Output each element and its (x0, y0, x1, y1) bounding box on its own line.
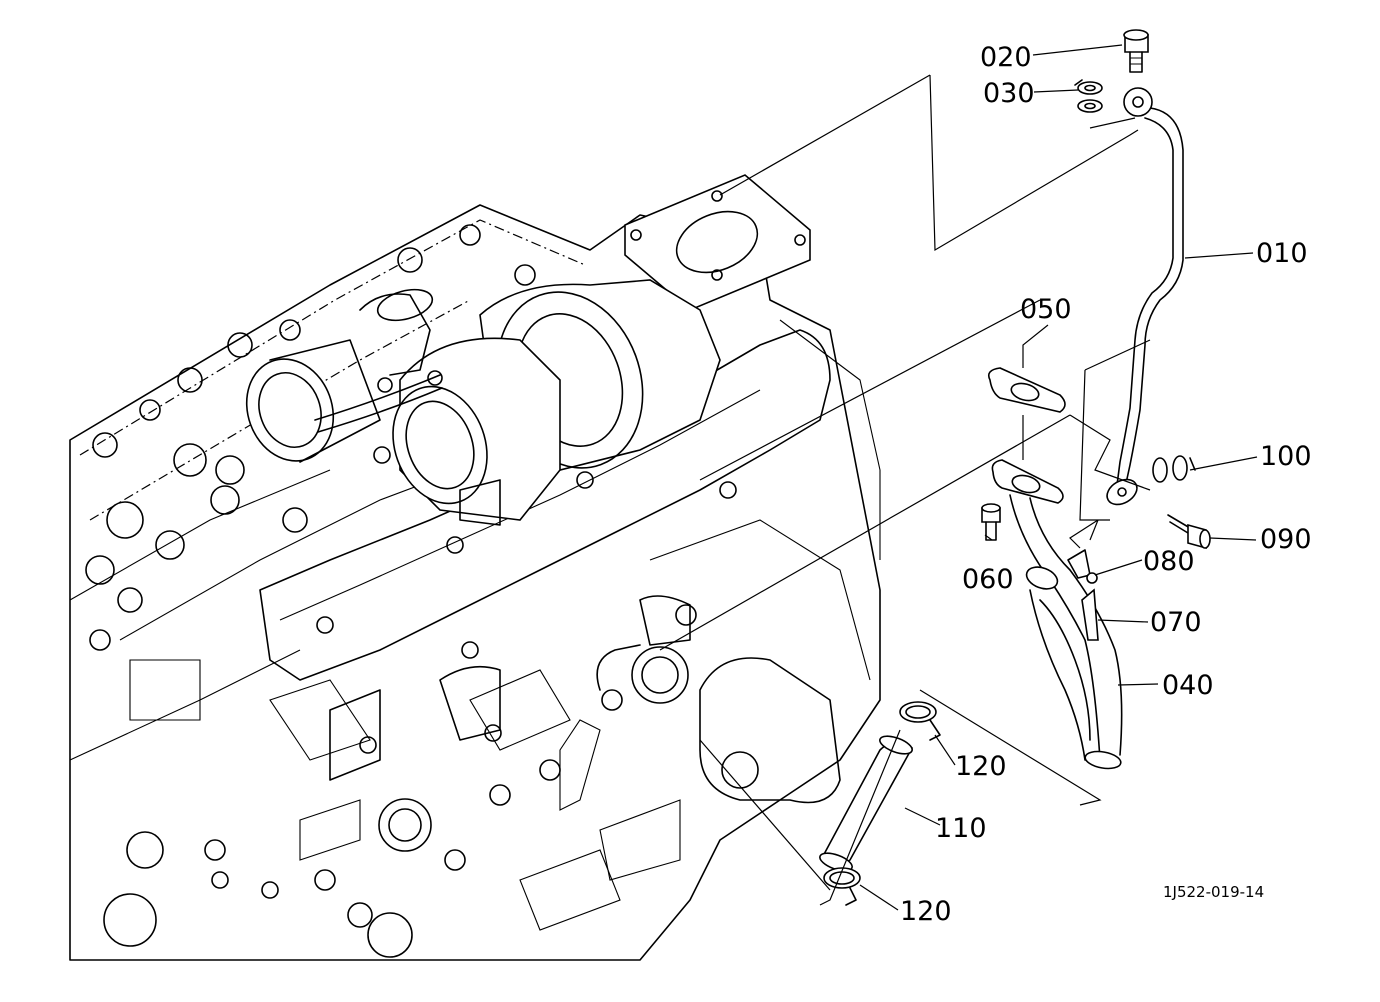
callout-060: 060 (962, 564, 1014, 595)
callout-070: 070 (1150, 607, 1202, 638)
diagram-reference-number: 1J522-019-14 (1163, 883, 1264, 901)
callout-010: 010 (1256, 238, 1308, 269)
callout-080: 080 (1143, 546, 1195, 577)
oil-feed-pipe (1106, 87, 1184, 506)
callout-020: 020 (980, 42, 1032, 73)
callout-leaders (859, 44, 1258, 911)
gasket-050 (987, 367, 1066, 413)
bracket-070 (1081, 588, 1099, 641)
washers-030 (1074, 79, 1103, 113)
callout-090: 090 (1260, 524, 1312, 555)
hose-110 (819, 735, 914, 872)
engine-block (69, 204, 881, 961)
washers-100 (1152, 455, 1196, 483)
exhaust-manifold (259, 329, 831, 781)
callout-030: 030 (983, 78, 1035, 109)
callout-120-lower: 120 (900, 896, 952, 927)
callout-120-upper: 120 (955, 751, 1007, 782)
eye-bolt-020 (1123, 29, 1149, 73)
clamp-120-lower (823, 867, 861, 906)
turbocharger (245, 174, 811, 526)
callout-100: 100 (1260, 441, 1312, 472)
bolt-090 (1167, 514, 1211, 550)
assembly-lines (659, 74, 1151, 906)
clamp-120-upper (899, 701, 941, 741)
clip-080 (1067, 549, 1098, 584)
callout-050: 050 (1020, 294, 1072, 325)
callout-110: 110 (935, 813, 987, 844)
callout-040: 040 (1162, 670, 1214, 701)
bolt-060 (981, 503, 1001, 541)
oil-return-pipe (991, 459, 1123, 770)
